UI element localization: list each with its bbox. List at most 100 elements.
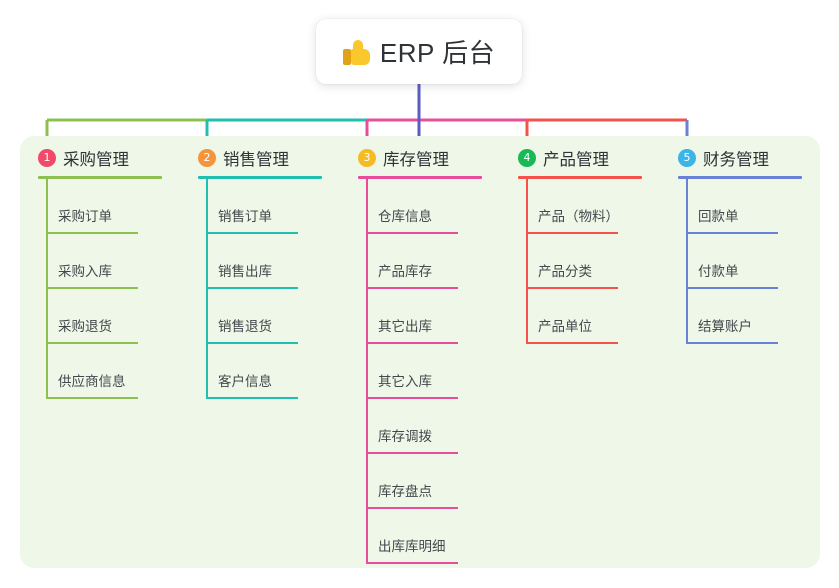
branch-item-label: 产品（物料）	[538, 209, 619, 224]
branch-item[interactable]: 仓库信息	[340, 179, 500, 234]
branch-item[interactable]: 销售订单	[180, 179, 340, 234]
branch-item-list: 仓库信息产品库存其它出库其它入库库存调拨库存盘点出库库明细	[340, 179, 500, 564]
branch-item-label: 销售退货	[218, 319, 272, 334]
thumbs-up-icon	[342, 38, 371, 66]
branch-columns: 1 采购管理采购订单采购入库采购退货供应商信息 2 销售管理销售订单销售出库销售退货客…	[0, 136, 839, 568]
branch-item-label: 销售订单	[218, 209, 272, 224]
branch-item-label: 采购订单	[58, 209, 112, 224]
branch-number-badge: 4	[518, 149, 536, 167]
branch-item-label: 其它入库	[378, 374, 432, 389]
branch-item-label: 销售出库	[218, 264, 272, 279]
branch-header-5[interactable]: 5 财务管理	[660, 136, 820, 180]
branch-item[interactable]: 出库库明细	[340, 509, 500, 564]
branch-item-label: 客户信息	[218, 374, 272, 389]
branch-spine	[46, 179, 48, 399]
branch-title: 销售管理	[223, 151, 289, 169]
branch-item-list: 采购订单采购入库采购退货供应商信息	[20, 179, 180, 399]
branch-item-label: 结算账户	[698, 319, 752, 334]
branch-item[interactable]: 其它入库	[340, 344, 500, 399]
branch-item-underline	[206, 397, 298, 399]
branch-spine	[686, 179, 688, 344]
branch-underline	[358, 176, 482, 179]
branch-item[interactable]: 库存调拨	[340, 399, 500, 454]
branch-column-2: 2 销售管理销售订单销售出库销售退货客户信息	[180, 136, 340, 399]
branch-item[interactable]: 付款单	[660, 234, 820, 289]
branch-number-badge: 3	[358, 149, 376, 167]
branch-item-underline	[206, 232, 298, 234]
branch-item-list: 产品（物料） 产品分类产品单位	[500, 179, 660, 344]
branch-item-underline	[526, 342, 618, 344]
branch-item-label: 采购退货	[58, 319, 112, 334]
branch-underline	[198, 176, 322, 179]
branch-header-2[interactable]: 2 销售管理	[180, 136, 340, 180]
branch-item[interactable]: 采购订单	[20, 179, 180, 234]
branch-title: 采购管理	[63, 151, 129, 169]
branch-item[interactable]: 结算账户	[660, 289, 820, 344]
branch-item-label: 付款单	[698, 264, 739, 279]
branch-column-3: 3 库存管理仓库信息产品库存其它出库其它入库库存调拨库存盘点出库库明细	[340, 136, 500, 564]
branch-item-underline	[526, 287, 618, 289]
branch-item-list: 回款单付款单结算账户	[660, 179, 820, 344]
branch-item-list: 销售订单销售出库销售退货客户信息	[180, 179, 340, 399]
branch-header-1[interactable]: 1 采购管理	[20, 136, 180, 180]
root-node[interactable]: ERP 后台	[316, 19, 522, 84]
branch-item[interactable]: 其它出库	[340, 289, 500, 344]
branch-item[interactable]: 客户信息	[180, 344, 340, 399]
branch-item[interactable]: 库存盘点	[340, 454, 500, 509]
branch-title: 产品管理	[543, 151, 609, 169]
branch-item[interactable]: 供应商信息	[20, 344, 180, 399]
branch-item-underline	[366, 397, 458, 399]
branch-spine	[366, 179, 368, 564]
branch-item-label: 其它出库	[378, 319, 432, 334]
branch-number-badge: 2	[198, 149, 216, 167]
branch-item-underline	[366, 452, 458, 454]
branch-item-label: 回款单	[698, 209, 739, 224]
branch-item-underline	[46, 287, 138, 289]
branch-spine	[526, 179, 528, 344]
branch-item-underline	[366, 507, 458, 509]
branch-item-label: 仓库信息	[378, 209, 432, 224]
branch-item[interactable]: 产品（物料）	[500, 179, 660, 234]
branch-item-label: 产品分类	[538, 264, 592, 279]
branch-header-4[interactable]: 4 产品管理	[500, 136, 660, 180]
branch-item[interactable]: 销售退货	[180, 289, 340, 344]
branch-underline	[678, 176, 802, 179]
branch-header-3[interactable]: 3 库存管理	[340, 136, 500, 180]
branch-item-underline	[526, 232, 618, 234]
branch-item-underline	[686, 287, 778, 289]
branch-item-label: 产品库存	[378, 264, 432, 279]
branch-item[interactable]: 产品分类	[500, 234, 660, 289]
branch-item-underline	[686, 342, 778, 344]
branch-number-badge: 5	[678, 149, 696, 167]
branch-title: 库存管理	[383, 151, 449, 169]
branch-column-5: 5 财务管理回款单付款单结算账户	[660, 136, 820, 344]
branch-item-underline	[46, 342, 138, 344]
branch-item-label: 出库库明细	[378, 539, 446, 554]
branch-item-label: 库存盘点	[378, 484, 432, 499]
branch-item-underline	[206, 342, 298, 344]
branch-item-underline	[366, 562, 458, 564]
branch-item-underline	[46, 397, 138, 399]
branch-item-underline	[686, 232, 778, 234]
branch-item[interactable]: 回款单	[660, 179, 820, 234]
branch-item[interactable]: 采购入库	[20, 234, 180, 289]
branch-item-underline	[206, 287, 298, 289]
branch-underline	[38, 176, 162, 179]
branch-item-underline	[46, 232, 138, 234]
branch-title: 财务管理	[703, 151, 769, 169]
branch-item-underline	[366, 342, 458, 344]
branch-item-label: 供应商信息	[58, 374, 126, 389]
branch-item-label: 库存调拨	[378, 429, 432, 444]
branch-column-1: 1 采购管理采购订单采购入库采购退货供应商信息	[20, 136, 180, 399]
branch-spine	[206, 179, 208, 399]
branch-column-4: 4 产品管理产品（物料） 产品分类产品单位	[500, 136, 660, 344]
branch-item[interactable]: 销售出库	[180, 234, 340, 289]
branch-item[interactable]: 采购退货	[20, 289, 180, 344]
branch-item-label: 产品单位	[538, 319, 592, 334]
branch-item-underline	[366, 232, 458, 234]
branch-item[interactable]: 产品库存	[340, 234, 500, 289]
branch-item[interactable]: 产品单位	[500, 289, 660, 344]
branch-underline	[518, 176, 642, 179]
branch-number-badge: 1	[38, 149, 56, 167]
